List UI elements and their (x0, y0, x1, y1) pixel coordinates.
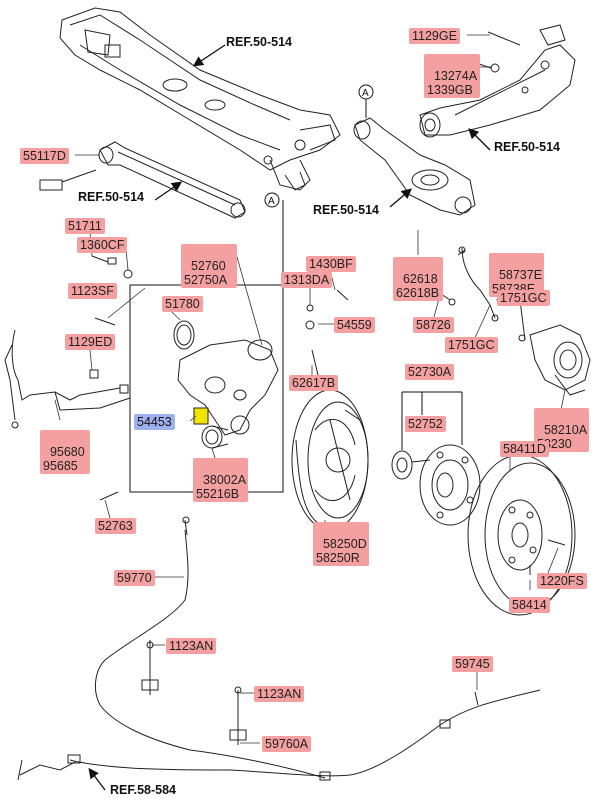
part-51711[interactable]: 51711 (65, 218, 105, 234)
trailing-arm (419, 24, 576, 138)
abs-wheel-sensor-harness (4, 329, 131, 429)
part-58210A: 58210A (543, 423, 588, 437)
part-59760A[interactable]: 59760A (262, 736, 312, 752)
bushing-38002A (201, 425, 229, 449)
part-62617B[interactable]: 62617B (289, 375, 339, 391)
part-1313DA[interactable]: 1313DA (281, 272, 333, 288)
part-1360CF[interactable]: 1360CF (77, 237, 128, 253)
subframe-crossmember (59, 7, 341, 191)
marker-a-lower-text: A (268, 196, 275, 207)
part-52763[interactable]: 52763 (95, 518, 136, 534)
marker-a-upper-text: A (362, 88, 369, 99)
part-1129ED[interactable]: 1129ED (65, 334, 116, 350)
ref-label-parking-brake: REF.58-584 (110, 783, 177, 797)
part-1339GB: 1339GB (427, 83, 473, 97)
part-38002A: 38002A (202, 473, 247, 487)
hub-bearing (391, 444, 481, 526)
part-95685: 95685 (43, 459, 78, 473)
part-62618: 62618 (402, 272, 438, 286)
part-1751GC-lower[interactable]: 1751GC (445, 337, 498, 353)
view-markers (264, 84, 374, 208)
part-13274A: 13274A (433, 69, 478, 83)
part-1123SF[interactable]: 1123SF (68, 283, 117, 299)
part-62618B: 62618B (396, 286, 440, 300)
part-1129GE[interactable]: 1129GE (409, 28, 460, 44)
part-58250D: 58250D (322, 537, 367, 551)
part-1430BF[interactable]: 1430BF (306, 256, 356, 272)
part-58737E: 58737E (498, 268, 543, 282)
part-58726[interactable]: 58726 (413, 317, 454, 333)
parking-brake-backing-plate (291, 389, 369, 531)
ref-label-crossmember: REF.50-514 (226, 35, 293, 49)
part-52730A[interactable]: 52730A (405, 364, 455, 380)
part-58414[interactable]: 58414 (509, 597, 550, 613)
part-59745[interactable]: 59745 (452, 656, 493, 672)
part-1123AN-lower[interactable]: 1123AN (254, 686, 305, 702)
parking-cable-right (17, 689, 541, 781)
brake-caliper (518, 299, 591, 396)
part-54559[interactable]: 54559 (334, 317, 375, 333)
marker-a-lower (264, 192, 280, 208)
ref-label-lower-arm: REF.50-514 (313, 203, 380, 217)
part-51780[interactable]: 51780 (162, 296, 203, 312)
part-1220FS[interactable]: 1220FS (537, 573, 587, 589)
part-58411D[interactable]: 58411D (500, 441, 549, 457)
part-1123AN-upper[interactable]: 1123AN (166, 638, 217, 654)
ref-label-trailing-arm: REF.50-514 (494, 140, 561, 154)
part-52752[interactable]: 52752 (405, 416, 446, 432)
brake-disc (467, 454, 576, 616)
part-59770[interactable]: 59770 (114, 570, 155, 586)
bushing-54453 (193, 407, 209, 425)
part-55117D[interactable]: 55117D (20, 148, 69, 164)
part-54453[interactable]: 54453 (134, 414, 175, 430)
part-52750A: 52750A (184, 273, 228, 287)
part-52760: 52760 (190, 259, 226, 273)
knuckle (173, 320, 279, 436)
parking-cable-left (94, 516, 326, 779)
part-1751GC-upper[interactable]: 1751GC (497, 290, 550, 306)
part-95680: 95680 (49, 445, 85, 459)
lateral-arm (39, 141, 246, 219)
ref-label-lateral-arm: REF.50-514 (78, 190, 145, 204)
reference-arrows (88, 44, 491, 791)
part-58250R: 58250R (316, 551, 360, 565)
part-55216B: 55216B (196, 487, 240, 501)
lower-control-arm (353, 117, 476, 216)
